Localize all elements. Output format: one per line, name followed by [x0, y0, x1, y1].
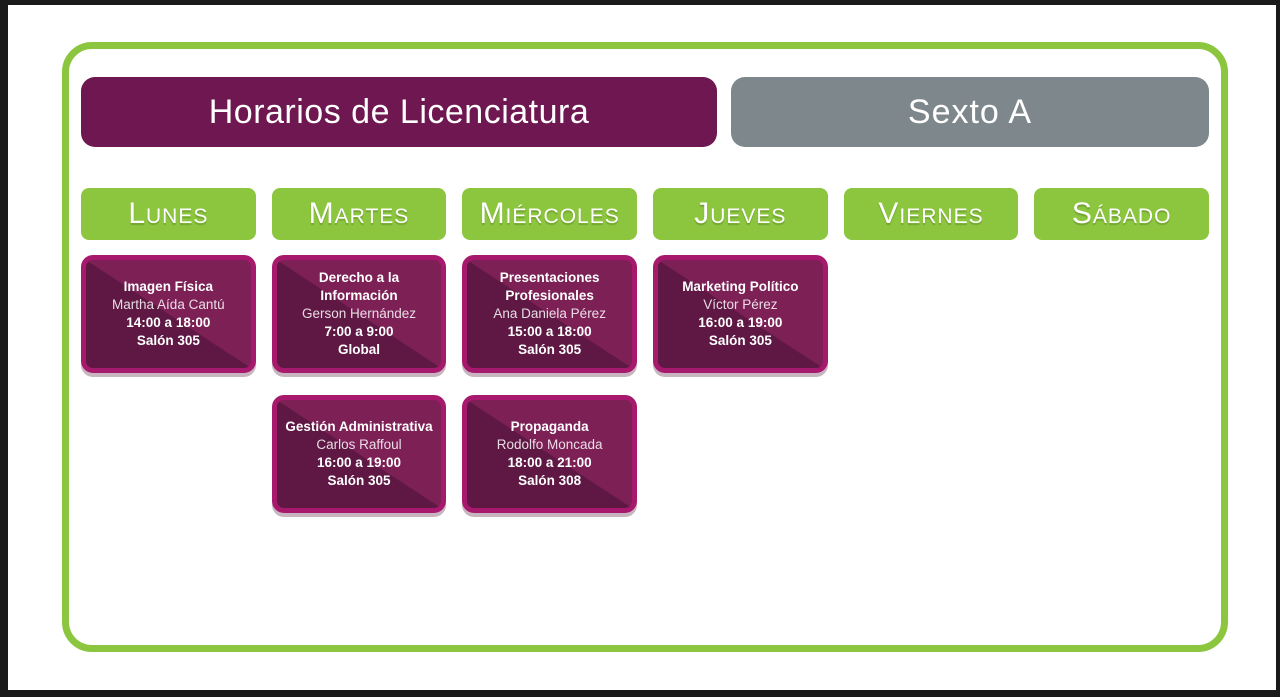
class-professor: Rodolfo Moncada: [496, 437, 603, 452]
class-room: Salón 305: [327, 473, 391, 488]
class-professor: Víctor Pérez: [703, 297, 778, 312]
page-title: Horarios de Licenciatura: [81, 77, 717, 147]
class-professor: Martha Aída Cantú: [112, 297, 225, 312]
class-professor: Ana Daniela Pérez: [493, 306, 606, 321]
class-subject: Imagen Física: [123, 279, 213, 294]
day-header-viernes: Viernes: [843, 188, 1019, 240]
class-time: 7:00 a 9:00: [324, 324, 394, 339]
header-row: Horarios de Licenciatura Sexto A: [81, 77, 1209, 147]
class-room: Salón 305: [136, 333, 200, 348]
class-professor: Carlos Raffoul: [316, 437, 402, 452]
day-header-sabado: Sábado: [1034, 188, 1209, 240]
day-column-sabado: Sábado: [1034, 188, 1209, 513]
class-room: Global: [337, 342, 380, 357]
day-header-lunes: Lunes: [81, 188, 256, 240]
class-professor: Gerson Hernández: [301, 306, 417, 321]
class-room: Salón 305: [518, 342, 582, 357]
day-header-martes: Martes: [271, 188, 447, 240]
class-subject: Derecho a la Información: [318, 270, 400, 303]
class-subject: Gestión Administrativa: [285, 419, 433, 434]
class-time: 14:00 a 18:00: [126, 315, 211, 330]
class-time: 18:00 a 21:00: [507, 455, 592, 470]
class-time: 15:00 a 18:00: [507, 324, 592, 339]
class-room: Salón 308: [518, 473, 582, 488]
class-time: 16:00 a 19:00: [316, 455, 402, 470]
class-subject: Marketing Político: [682, 279, 799, 294]
class-subject: Propaganda: [510, 419, 589, 434]
class-time: 16:00 a 19:00: [698, 315, 783, 330]
day-column-viernes: Viernes: [843, 188, 1019, 513]
class-subject: Presentaciones Profesionales: [499, 270, 600, 303]
day-header-miercoles: Miércoles: [462, 188, 637, 240]
day-header-jueves: Jueves: [653, 188, 828, 240]
group-badge: Sexto A: [731, 77, 1209, 147]
class-room: Salón 305: [708, 333, 772, 348]
